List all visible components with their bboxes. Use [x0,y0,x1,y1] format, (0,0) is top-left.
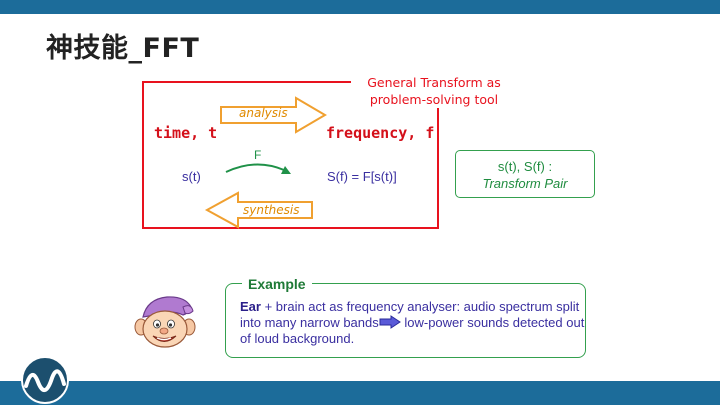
transform-pair-box: s(t), S(f) : Transform Pair [455,150,595,198]
page-title: 神技能_FFT [46,33,200,64]
example-text-part-2: low-power sounds detected out of loud ba… [240,315,585,346]
time-signal: s(t) [182,169,201,184]
top-bar [0,0,720,14]
transform-pair-line-1: s(t), S(f) : [497,159,553,174]
example-text-part-1: + brain act as frequency analyser: audio… [240,299,580,330]
frequency-domain-label: frequency, f [326,124,435,142]
synthesis-arrow-icon [204,191,313,229]
frequency-signal: S(f) = F[s(t)] [327,169,397,184]
example-text: Ear + brain act as frequency analyser: a… [240,299,585,347]
operator-curve-arrow-icon [225,163,285,173]
transform-pair-line-2: Transform Pair [482,176,568,191]
example-box [225,283,586,358]
callout-line-2: problem-solving tool [369,92,499,107]
example-title: Example [242,276,312,292]
operator-label: F [254,148,262,162]
transform-callout: General Transform as problem-solving too… [351,74,517,108]
analysis-arrow-icon [220,96,327,134]
callout-line-1: General Transform as [367,75,501,90]
right-arrow-icon [379,315,401,329]
synthesis-label: synthesis [243,203,300,217]
bottom-bar [0,381,720,405]
example-bold-word: Ear [240,299,261,314]
transform-frame [142,81,439,229]
time-domain-label: time, t [154,124,218,142]
dwarf-cartoon-icon [134,296,196,348]
operator-arrowhead-icon [281,166,291,174]
analysis-label: analysis [239,106,288,120]
wave-logo-icon [21,356,69,404]
